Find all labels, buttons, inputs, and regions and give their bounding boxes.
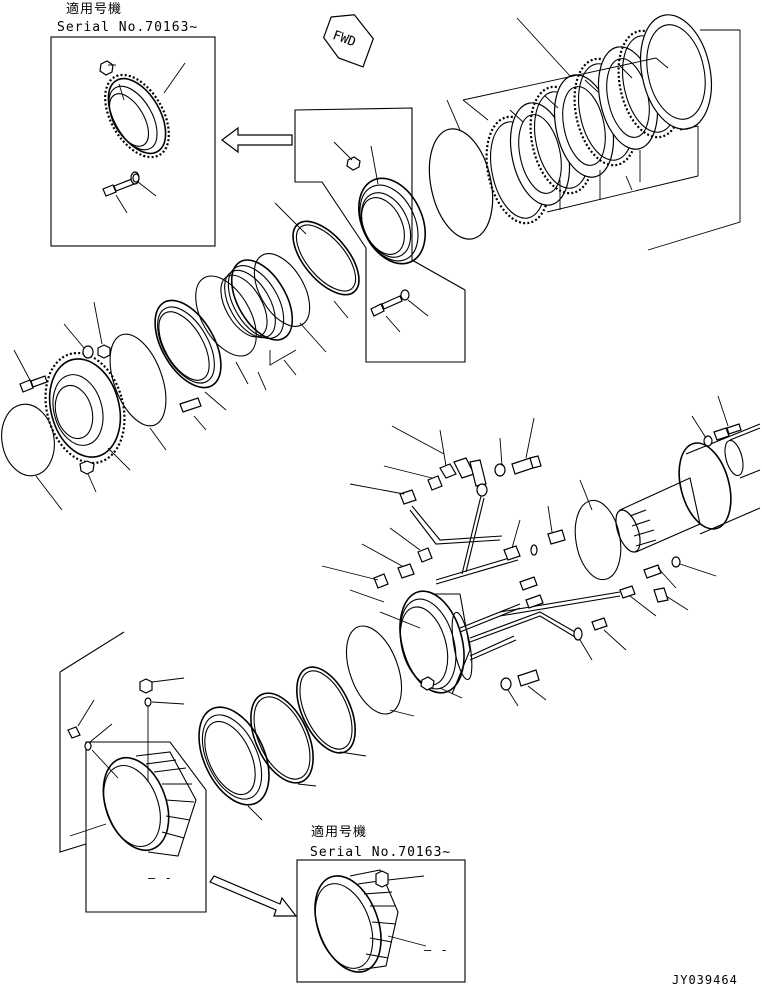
fitting-nut [427, 475, 443, 491]
inset-top-plug [99, 60, 114, 76]
bracket-ring [358, 177, 426, 265]
lower-drum [102, 751, 197, 857]
dash-label-inset: – - [424, 943, 449, 957]
drum-bolt [67, 726, 81, 739]
shaft-disc [574, 499, 622, 581]
elbow-fitting [439, 463, 457, 479]
lower-rings [198, 625, 415, 821]
adapter-fitting [399, 489, 417, 505]
fitting-washer-b [494, 463, 506, 477]
middle-rings [109, 202, 360, 451]
left-hub-washer [82, 345, 94, 359]
thin-disc [109, 333, 167, 427]
bracket-plug [346, 156, 361, 171]
inset-bottom-plug [375, 870, 389, 888]
tee-fitting [503, 545, 521, 561]
drum-washer [84, 741, 92, 751]
snap-ring-large [292, 220, 360, 296]
inset-bottom-title: 適用号機 [311, 824, 367, 840]
inset-bottom-serial: Serial No.70163~ [310, 845, 451, 860]
left-gear-hub [44, 351, 131, 471]
lower-bearing [198, 706, 270, 806]
plug-hex [373, 573, 389, 589]
lower-disc [345, 625, 403, 715]
end-disc [428, 128, 494, 240]
bearing-race [154, 299, 222, 389]
o-ring-tee [530, 544, 538, 556]
spring [619, 585, 636, 599]
bottom-bracket [59, 631, 207, 913]
arrow-to-inset-bottom [209, 875, 298, 917]
clutch-plate-stack [428, 14, 741, 251]
lower-seal-ring [250, 692, 314, 784]
inset-bottom-frame [296, 859, 466, 983]
drum-plug [139, 678, 153, 694]
lower-snap-ring [296, 666, 356, 754]
arrow-to-inset-top [221, 126, 293, 154]
inset-bottom-drum [314, 869, 399, 973]
cover-washer [500, 677, 512, 691]
shaft-bolt [713, 427, 730, 441]
o-ring-small [671, 556, 681, 568]
drawing-number: JY039464 [672, 973, 738, 984]
bracket-washer [400, 289, 410, 301]
piston [253, 253, 311, 327]
shaft-washer [703, 435, 713, 447]
plate-8 [640, 14, 712, 130]
inset-top-ring [104, 73, 170, 159]
check-bolt [643, 564, 662, 579]
o-ring-valve [573, 627, 583, 641]
fitting-washer-a [476, 483, 488, 497]
housing-plug [420, 676, 435, 691]
fitting-leaders [321, 417, 717, 707]
connector [397, 563, 415, 579]
inset-top-washer [132, 173, 140, 183]
fittings [373, 455, 681, 691]
valve-plug [591, 617, 608, 631]
left-hub-nut [97, 344, 111, 359]
left-cover-disc [1, 403, 55, 477]
inset-top-title: 適用号機 [66, 1, 122, 17]
shaft-flange [678, 442, 732, 530]
drum-o-ring [144, 697, 152, 707]
top-bracket [294, 107, 466, 363]
union-bolt [511, 457, 534, 475]
output-shaft [615, 395, 761, 553]
housing-bolt-b [525, 594, 544, 609]
inset-top: 適用号機 Serial No.70163~ [50, 1, 216, 247]
inset-top-frame [50, 36, 216, 247]
inset-top-serial: Serial No.70163~ [57, 20, 198, 35]
housing-bolt-a [519, 576, 538, 591]
cover-bolt [517, 669, 540, 687]
left-hub-bolt [19, 375, 48, 393]
fwd-symbol: FWD [322, 14, 374, 68]
inset-bottom: 適用号機 Serial No.70163~ – - [296, 824, 466, 983]
spool [653, 587, 669, 603]
left-hub-plug [79, 460, 95, 475]
dash-label-left: – - [148, 871, 173, 885]
seal-disc [195, 275, 257, 357]
elbow-small [417, 547, 433, 563]
dowel-pin [179, 397, 202, 413]
relief-bolt [547, 529, 566, 545]
bracket-bolt [370, 295, 403, 317]
pipes [409, 485, 621, 661]
